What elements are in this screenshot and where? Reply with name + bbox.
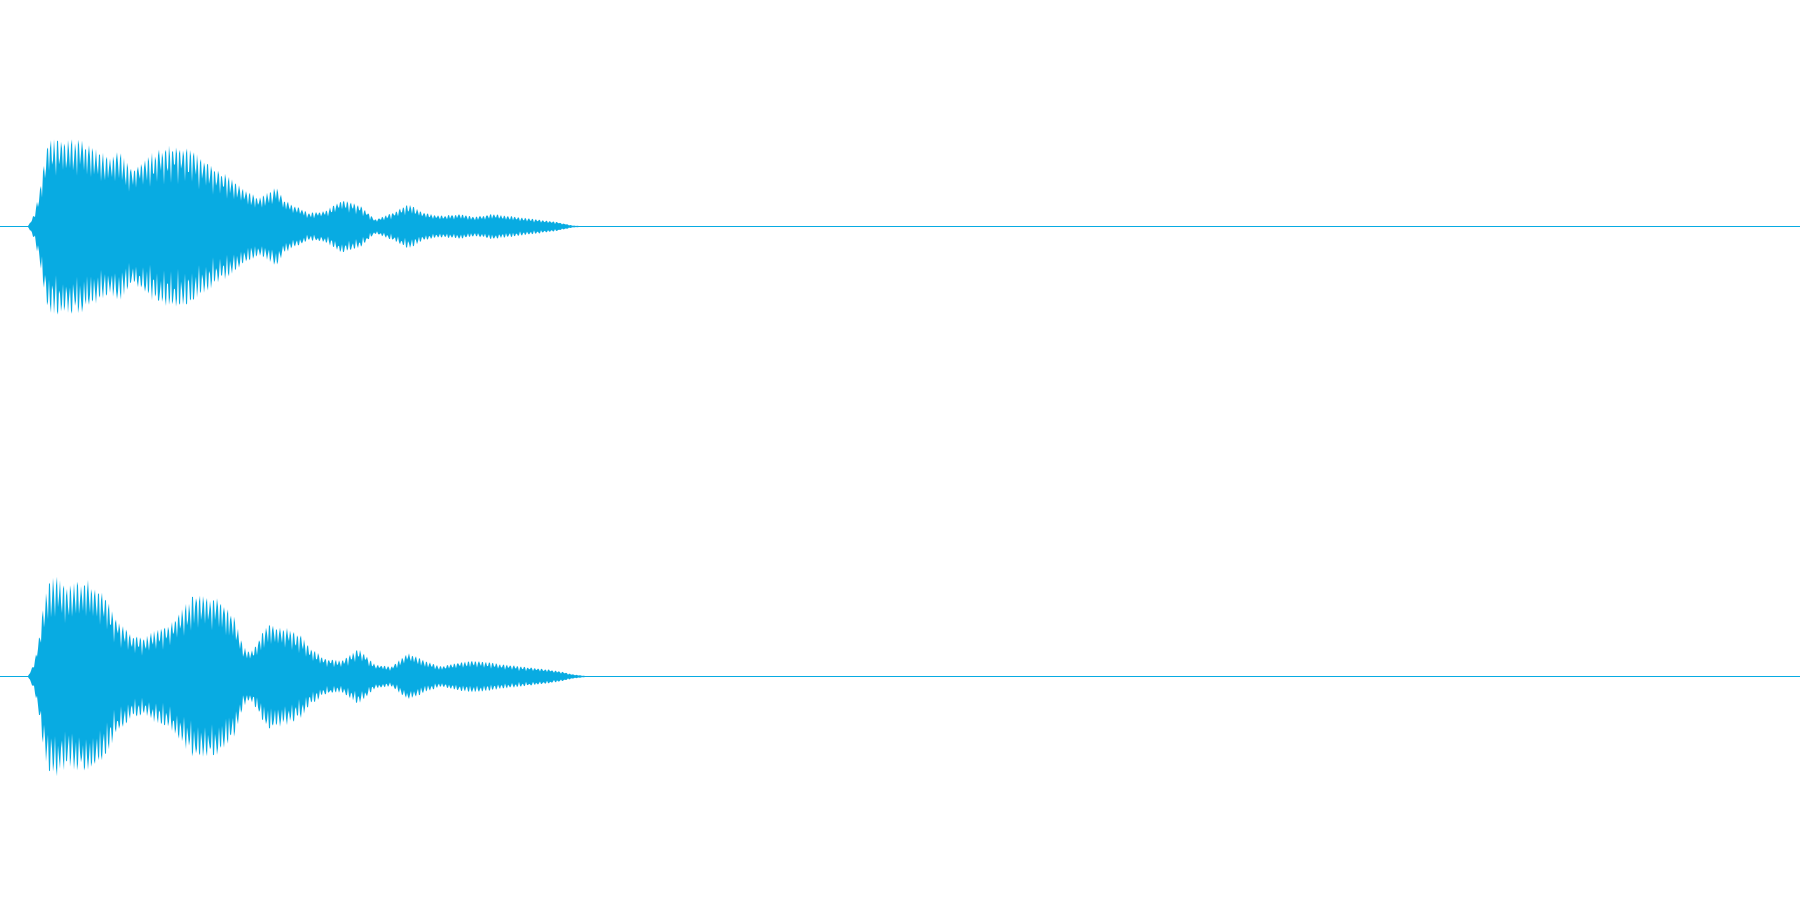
waveform-channel-2	[0, 576, 1800, 777]
waveform-channel-1	[0, 139, 1800, 315]
